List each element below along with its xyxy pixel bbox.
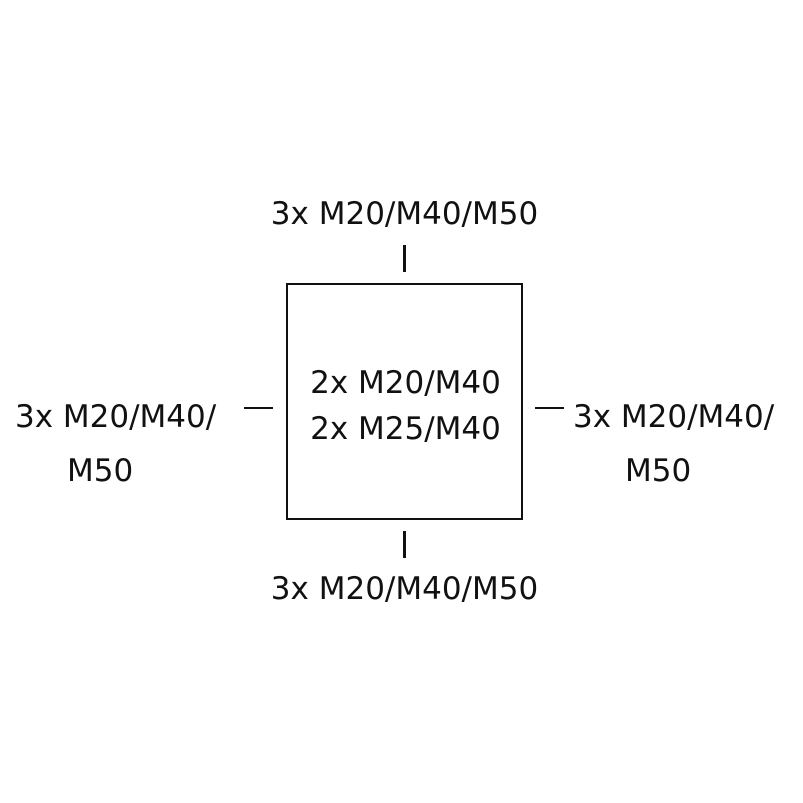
right-side-entry-label: 3x M20/M40/ M50: [573, 390, 774, 498]
base-entry-label: 2x M20/M40 2x M25/M40: [287, 360, 524, 452]
base-entry-line-1: 2x M20/M40: [310, 365, 501, 401]
left-side-entry-line-2: M50: [67, 453, 134, 489]
top-side-marker: [403, 245, 406, 272]
top-side-entry-label: 3x M20/M40/M50: [270, 196, 539, 232]
bottom-side-entry-label: 3x M20/M40/M50: [270, 571, 539, 607]
base-entry-line-2: 2x M25/M40: [310, 411, 501, 447]
left-side-entry-line-1: 3x M20/M40/: [15, 399, 217, 435]
right-side-marker: [535, 407, 564, 409]
right-side-entry-line-1: 3x M20/M40/: [573, 399, 775, 435]
right-side-entry-line-2: M50: [625, 453, 692, 489]
left-side-marker: [244, 407, 273, 409]
bottom-side-marker: [403, 531, 406, 558]
left-side-entry-label: 3x M20/M40/ M50: [15, 390, 216, 498]
enclosure-box: [286, 283, 523, 520]
